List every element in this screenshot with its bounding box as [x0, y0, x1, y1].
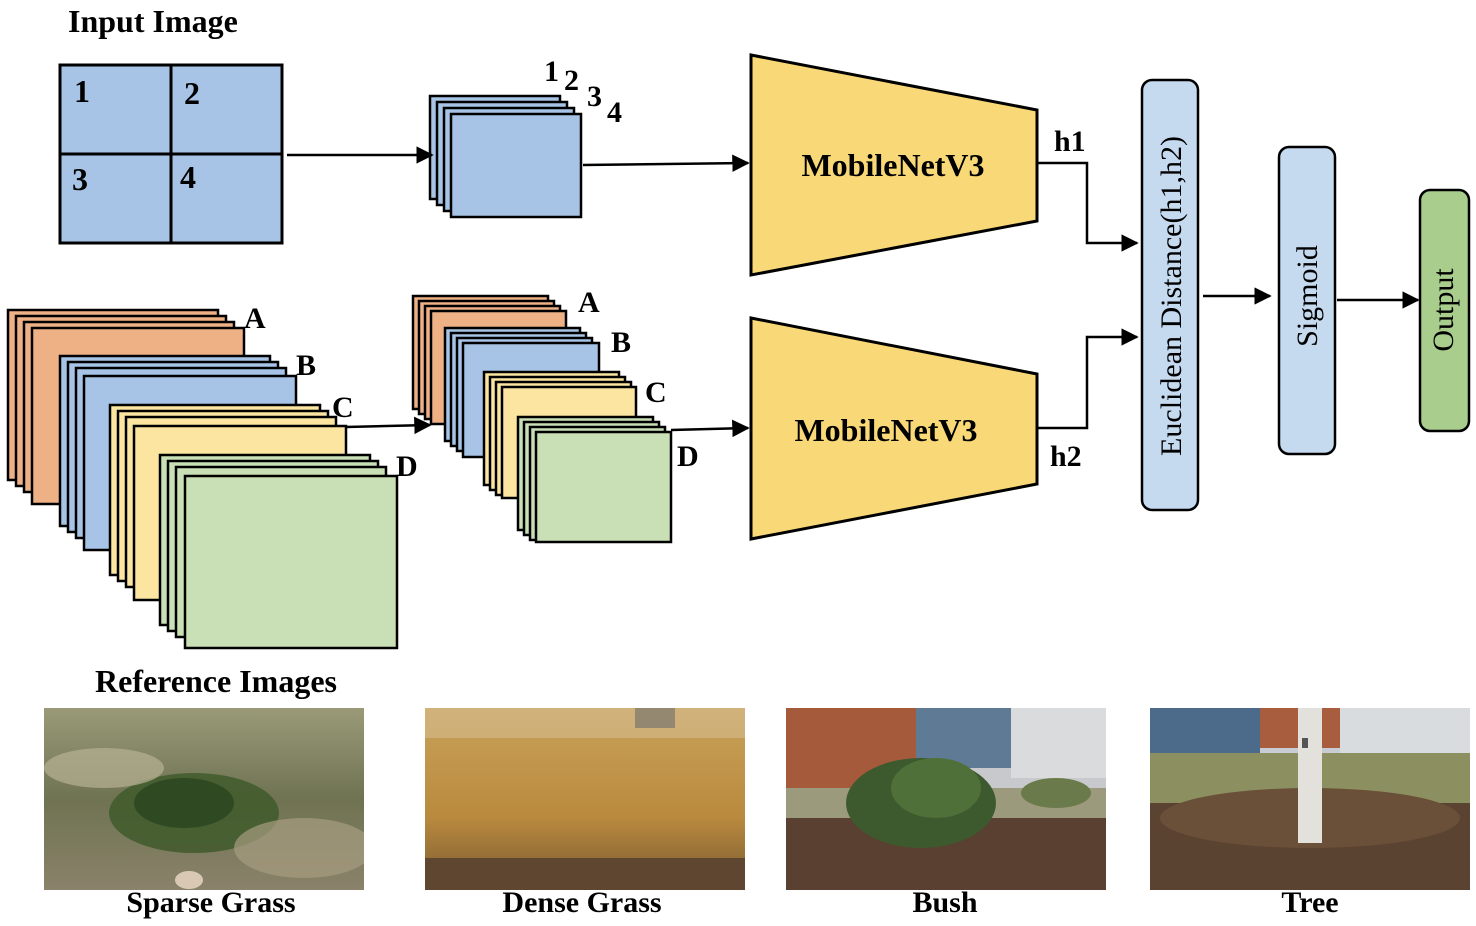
- arrow-reference-to-sampled: [345, 416, 432, 435]
- encoder-top-label: MobileNetV3: [801, 147, 984, 183]
- arrow-h2-to-distance: [1037, 328, 1139, 430]
- reference-label-b: B: [296, 349, 316, 382]
- sampled-label-b: B: [611, 326, 631, 359]
- patch-stack: [428, 94, 583, 219]
- sampled-label-a: A: [578, 286, 600, 319]
- input-image-title: Input Image: [68, 3, 238, 39]
- input-image-grid: [58, 63, 284, 245]
- h2-label: h2: [1050, 440, 1082, 473]
- caption-sparse-grass: Sparse Grass: [126, 886, 296, 919]
- reference-images-title: Reference Images: [95, 663, 337, 699]
- patch-label-2: 2: [564, 64, 579, 97]
- h1-label: h1: [1054, 125, 1086, 158]
- encoder-bottom: [749, 316, 1039, 541]
- distance-label: Euclidean Distance(h1,h2): [1155, 136, 1188, 456]
- output-block: [1418, 188, 1471, 433]
- output-label: Output: [1427, 268, 1460, 352]
- reference-label-d: D: [396, 450, 418, 483]
- reference-stack: [6, 308, 399, 650]
- caption-bush: Bush: [912, 886, 978, 919]
- grid-label-1: 1: [74, 73, 90, 109]
- reference-label-c: C: [332, 391, 354, 424]
- encoder-bottom-label: MobileNetV3: [794, 412, 977, 448]
- sparse-grass-photo: [44, 708, 364, 890]
- arrow-patches-to-encoder: [582, 154, 750, 172]
- tree-photo: [1150, 708, 1470, 890]
- grid-label-4: 4: [180, 159, 196, 195]
- arrow-sampled-to-encoder: [670, 419, 750, 438]
- patch-label-3: 3: [587, 80, 602, 113]
- sigmoid-label: Sigmoid: [1291, 245, 1324, 347]
- sampled-label-d: D: [677, 440, 699, 473]
- grid-label-2: 2: [184, 75, 200, 111]
- caption-dense-grass: Dense Grass: [502, 886, 662, 919]
- patch-label-4: 4: [607, 96, 622, 129]
- caption-tree: Tree: [1281, 886, 1339, 919]
- dense-grass-photo: [425, 708, 745, 890]
- sampled-label-c: C: [645, 376, 667, 409]
- grid-label-3: 3: [72, 161, 88, 197]
- reference-label-a: A: [244, 302, 266, 335]
- encoder-top: [749, 53, 1039, 277]
- bush-photo: [786, 708, 1106, 890]
- arrow-h1-to-distance: [1037, 161, 1139, 252]
- sampled-stack: [411, 294, 673, 544]
- patch-label-1: 1: [544, 55, 559, 88]
- sigmoid-block: [1277, 145, 1337, 456]
- distance-block: [1140, 78, 1200, 512]
